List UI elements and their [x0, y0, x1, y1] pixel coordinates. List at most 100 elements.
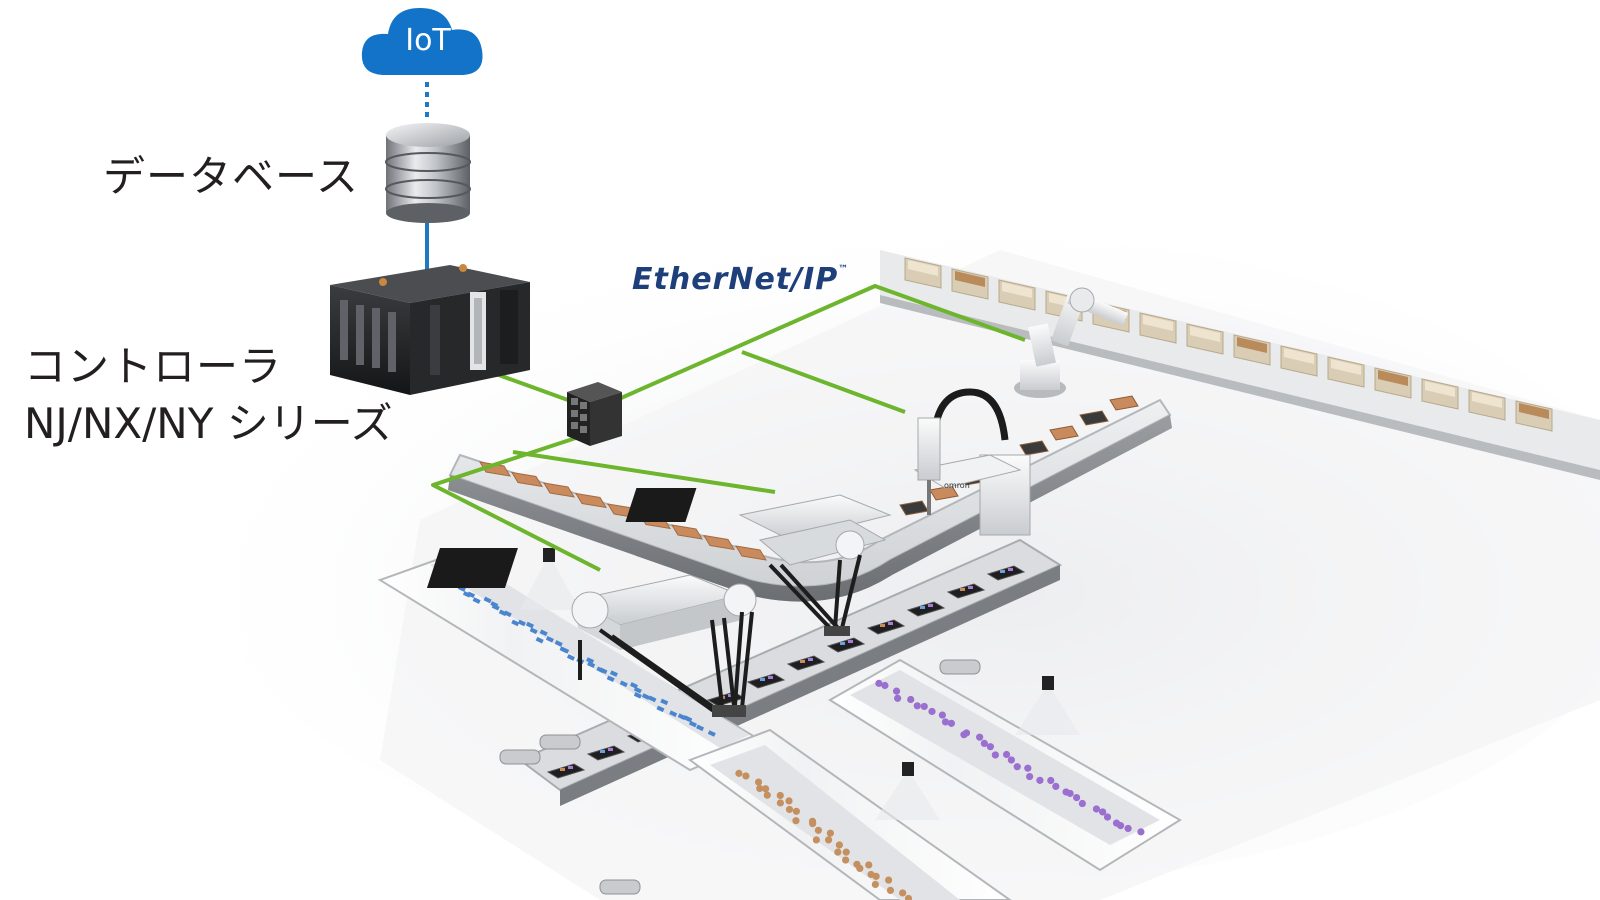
pack-tray	[786, 655, 826, 671]
pack-item	[560, 768, 565, 771]
blue-part	[660, 698, 669, 706]
purple-part	[976, 733, 984, 741]
front-parts-conveyor	[687, 728, 1012, 900]
blue-part	[566, 654, 575, 661]
blue-part	[707, 730, 716, 737]
tray	[735, 545, 767, 561]
purple-part	[1099, 808, 1107, 816]
brown-part	[824, 836, 833, 844]
pack-tray	[906, 601, 946, 617]
tray	[703, 534, 735, 551]
purple-part	[1103, 813, 1112, 821]
blue-part	[586, 657, 595, 664]
purple-part	[1078, 799, 1086, 808]
pack-item	[848, 640, 853, 643]
camera-icon	[520, 548, 1080, 820]
blue-part	[606, 675, 615, 683]
purple-part	[907, 695, 915, 704]
blue-part	[535, 636, 544, 644]
brown-part	[742, 772, 750, 780]
brown-part	[754, 778, 763, 786]
carton-inner	[1002, 282, 1032, 298]
brown-part	[776, 799, 784, 807]
pack-item	[808, 658, 813, 661]
purple-part	[1066, 789, 1074, 798]
pack-item	[968, 586, 973, 589]
carton-inner	[955, 271, 985, 287]
purple-part	[1007, 756, 1015, 764]
carton-inner	[1519, 403, 1549, 419]
controller-label: コントローラ	[24, 342, 283, 391]
tray	[575, 492, 607, 509]
blue-part	[554, 640, 563, 647]
purple-part	[1073, 793, 1081, 802]
brown-part	[792, 807, 801, 815]
brown-part	[856, 864, 864, 873]
tray	[1079, 410, 1109, 426]
brown-part	[865, 861, 873, 869]
pack-item	[880, 624, 885, 627]
pack-item	[840, 642, 845, 645]
purple-part	[1036, 776, 1044, 784]
brown-part	[785, 797, 793, 805]
blue-part	[633, 686, 642, 694]
brown-part	[814, 826, 822, 834]
database-icon	[385, 123, 471, 223]
brown-part	[835, 841, 843, 849]
pack-item	[600, 750, 605, 753]
purple-part	[938, 711, 946, 719]
purple-part	[1026, 772, 1034, 781]
purple-part	[1092, 805, 1101, 813]
blue-part	[472, 597, 481, 604]
left-parts-conveyor	[377, 553, 763, 772]
ethernet-ip-logo: EtherNet/IP™	[632, 265, 849, 295]
purple-part	[960, 731, 968, 739]
purple-part	[920, 702, 928, 711]
pack-tray	[866, 619, 906, 635]
pack-tray	[746, 673, 786, 689]
brown-part	[756, 784, 764, 793]
right-parts-conveyor	[828, 658, 1182, 872]
pack-item	[920, 606, 925, 609]
blue-part	[467, 591, 476, 599]
blue-part	[648, 695, 657, 703]
blue-part	[462, 591, 471, 598]
blue-part	[545, 635, 554, 643]
carton-inner	[908, 260, 938, 276]
purple-part	[991, 751, 999, 759]
carton-inner	[1331, 359, 1361, 375]
tray	[1019, 440, 1049, 456]
controller-icon	[330, 264, 530, 395]
purple-part	[1124, 824, 1132, 833]
tray	[543, 482, 575, 498]
pack-item	[568, 766, 573, 769]
pack-tray	[586, 745, 626, 761]
ethernet-ip-network	[431, 284, 1026, 572]
pack-item	[888, 622, 893, 625]
brown-part	[885, 876, 893, 884]
pack-item	[1000, 570, 1005, 573]
carton-inner	[1378, 370, 1408, 386]
brown-part	[904, 894, 913, 900]
pack-item	[608, 748, 613, 751]
articulated-robot-icon	[1014, 287, 1129, 398]
blue-part	[669, 710, 678, 717]
pack-item	[1008, 568, 1013, 571]
tray	[1109, 395, 1139, 411]
blue-part	[633, 692, 642, 699]
brown-part	[792, 817, 800, 825]
brown-part	[776, 791, 784, 800]
carton-inner	[1190, 326, 1220, 342]
blue-part	[656, 705, 665, 713]
pack-item	[800, 660, 805, 663]
purple-part	[1047, 776, 1055, 785]
network-switch-icon	[567, 382, 622, 446]
purple-part	[947, 719, 956, 727]
pack-tray	[546, 763, 586, 779]
delta-robot-icon	[625, 488, 892, 636]
blue-part	[529, 627, 538, 635]
purple-part	[1013, 763, 1021, 771]
blue-part	[619, 680, 628, 688]
ethernet-ip-text: EtherNet/IP	[632, 262, 839, 297]
iot-label: IoT	[405, 23, 451, 58]
